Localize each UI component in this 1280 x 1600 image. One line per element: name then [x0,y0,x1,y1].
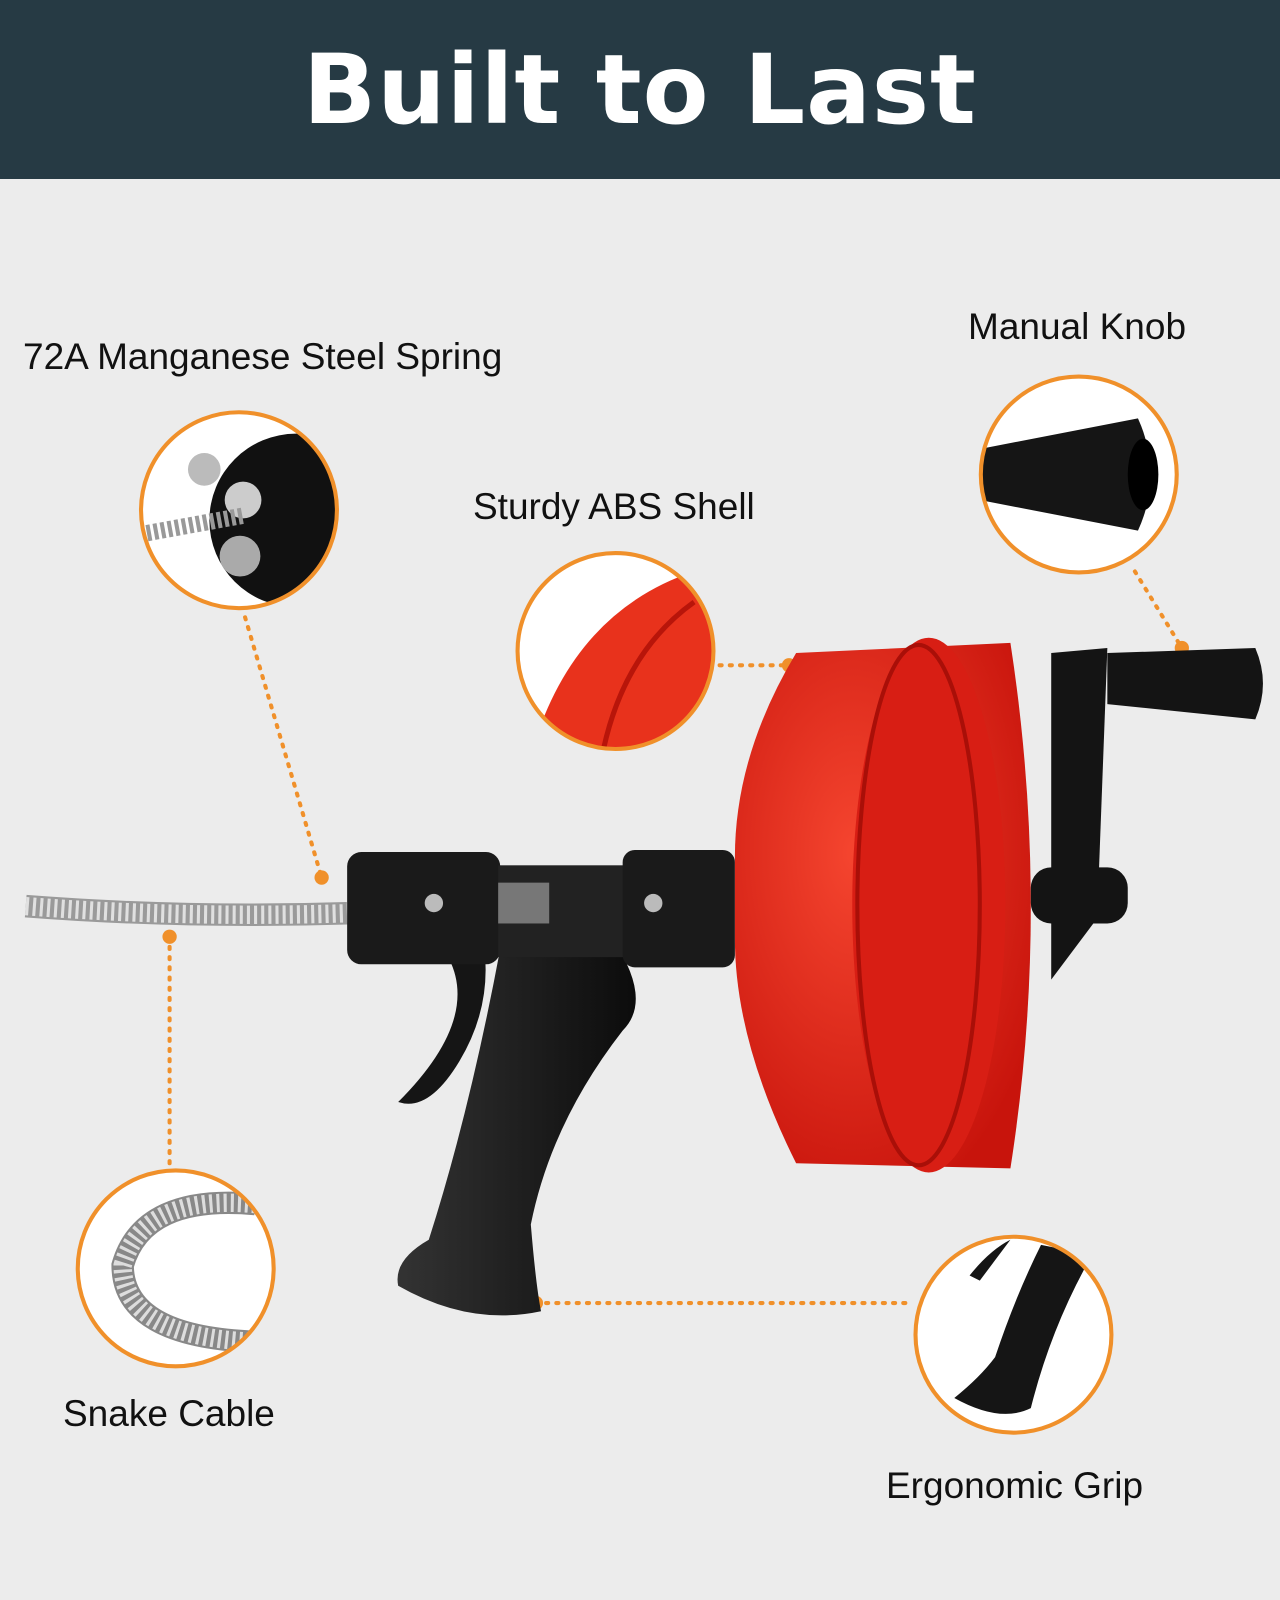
knob-closeup-icon [978,374,1179,575]
grip-closeup-icon [913,1234,1114,1435]
gun-body [347,850,735,1316]
leader-lines [167,569,1184,1306]
header-banner: Built to Last [0,0,1280,179]
cable-closeup-icon [75,1168,276,1369]
crank-handle [1030,647,1263,980]
feature-label-cable: Snake Cable [63,1393,275,1434]
feature-label-knob: Manual Knob [968,306,1187,347]
snake-cable [24,894,348,926]
feature-label-spring: 72A Manganese Steel Spring [23,336,503,377]
shell-closeup-icon [515,551,716,752]
page-title: Built to Last [303,33,977,146]
feature-label-shell: Sturdy ABS Shell [473,486,755,527]
red-drum [734,637,1031,1173]
feature-label-grip: Ergonomic Grip [886,1465,1144,1506]
spring-closeup-icon [138,410,339,611]
